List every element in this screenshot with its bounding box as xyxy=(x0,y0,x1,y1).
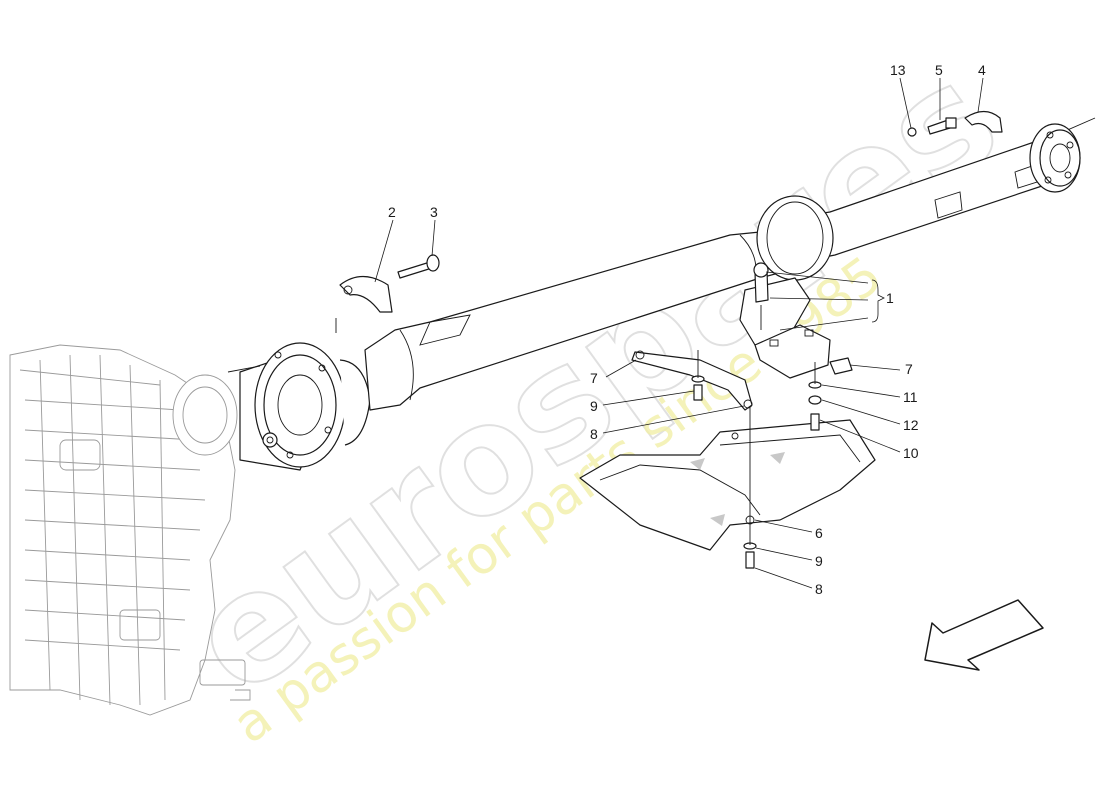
callout-10: 10 xyxy=(903,445,919,461)
clamp-4 xyxy=(964,110,1003,133)
front-direction-arrow-icon xyxy=(924,599,1044,671)
callout-4: 4 xyxy=(978,62,986,78)
nut-13 xyxy=(907,127,917,137)
callout-3: 3 xyxy=(430,204,438,220)
callout-7-left: 7 xyxy=(590,370,598,386)
rear-flange xyxy=(1029,123,1081,193)
callout-5: 5 xyxy=(935,62,943,78)
callout-13: 13 xyxy=(890,62,906,78)
support-bracket-right xyxy=(829,357,853,375)
leader-lines xyxy=(374,77,984,589)
front-flex-coupling xyxy=(227,342,371,471)
callout-1: 1 xyxy=(886,290,894,306)
washer-12 xyxy=(808,395,822,405)
screw-10 xyxy=(810,413,820,431)
screw-8 xyxy=(693,384,703,401)
callout-9-lower: 9 xyxy=(815,553,823,569)
fasteners xyxy=(335,110,1003,569)
callout-8-lower: 8 xyxy=(815,581,823,597)
screw-8-lower xyxy=(745,551,755,569)
clamp-half-ring xyxy=(339,275,393,313)
callout-9-upper: 9 xyxy=(590,398,598,414)
callout-11: 11 xyxy=(903,389,918,405)
support-bracket-left xyxy=(631,350,753,411)
callout-2: 2 xyxy=(388,204,396,220)
gearbox-housing xyxy=(9,344,251,716)
callout-7-right: 7 xyxy=(905,361,913,377)
callout-8-upper: 8 xyxy=(590,426,598,442)
callout-6: 6 xyxy=(815,525,823,541)
underbody-heat-shield xyxy=(579,419,876,551)
callouts: 13 5 4 2 3 1 7 7 9 8 11 12 10 6 9 8 xyxy=(388,62,986,597)
callout-12: 12 xyxy=(903,417,919,433)
